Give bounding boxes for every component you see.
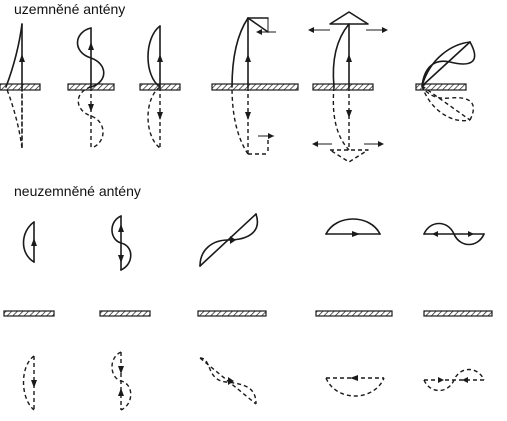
ungrounded-antenna-4-upper [325,218,381,237]
ungrounded-antenna-5-upper [423,222,485,246]
ground-strip-6 [415,83,467,91]
ground-strip-1 [0,83,41,91]
label-ungrounded-antennas: neuzemněné antény [14,183,141,199]
grounded-antenna-5 [308,11,388,163]
ground-plane-4 [315,310,393,317]
ungrounded-antenna-2-lower [111,351,132,411]
grounded-antenna-2 [76,27,105,149]
ungrounded-antennas-lower-row [22,351,485,411]
ground-plane-5 [423,310,493,317]
ungrounded-antenna-2-upper [111,215,132,271]
ungrounded-antenna-4-lower [325,375,385,397]
grounded-antennas-row [0,11,476,163]
ungrounded-antenna-5-lower [423,368,485,392]
grounded-antenna-6 [421,41,476,122]
ground-strip-4 [211,83,299,91]
ground-plane-2 [99,310,151,317]
ground-strip-5 [312,83,374,91]
ungrounded-antenna-3-upper [199,213,259,267]
grounded-antenna-4 [231,17,276,155]
grounded-antenna-1 [5,23,25,149]
ungrounded-antenna-1-lower [22,355,37,411]
ungrounded-antennas-upper-row [22,213,485,271]
ground-plane-3 [197,310,267,317]
ungrounded-antenna-3-lower [199,357,257,405]
ground-plane-row [3,310,493,317]
grounded-antenna-3 [147,25,163,149]
label-grounded-antennas: uzemněné antény [14,1,125,17]
ground-plane-1 [3,310,55,317]
ungrounded-antenna-1-upper [22,221,37,263]
